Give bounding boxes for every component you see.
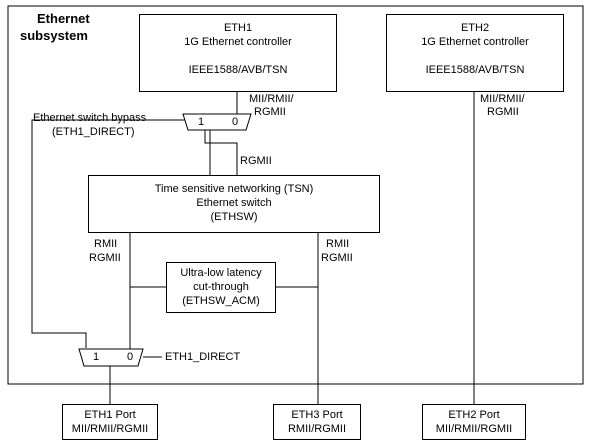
- acm-box: Ultra-low latency cut-through (ETHSW_ACM…: [166, 262, 276, 313]
- eth2-desc: 1G Ethernet controller: [421, 36, 529, 48]
- eth1-port-box: ETH1 Port MII/RMII/RGMII: [62, 404, 158, 440]
- eth1-direct-label: ETH1_DIRECT: [165, 351, 241, 363]
- eth1-port-if: MII/RMII/RGMII: [71, 423, 149, 435]
- acm-line-1: Ultra-low latency: [180, 267, 262, 279]
- right-if-label-1: RMII: [326, 238, 350, 250]
- top-mux-shape: [182, 113, 252, 131]
- bottom-mux-shape: [78, 348, 144, 367]
- eth1-desc: 1G Ethernet controller: [184, 36, 292, 48]
- eth2-port-box: ETH2 Port MII/RMII/RGMII: [422, 404, 526, 440]
- acm-line-2: cut-through: [193, 281, 249, 293]
- eth3-port-name: ETH3 Port: [291, 409, 343, 421]
- tsn-line-1: Time sensitive networking (TSN): [154, 183, 314, 195]
- top-mux-in1: 1: [198, 116, 205, 128]
- eth1-if-label-2: RGMII: [254, 106, 286, 118]
- subsystem-border: [7, 5, 584, 385]
- eth2-name: ETH2: [460, 22, 490, 34]
- eth1-controller-box: ETH1 1G Ethernet controller IEEE1588/AVB…: [139, 14, 337, 92]
- eth2-port-name: ETH2 Port: [448, 409, 500, 421]
- acm-line-3: (ETHSW_ACM): [182, 295, 260, 307]
- right-if-label-2: RGMII: [321, 252, 353, 264]
- subsystem-title-1: Ethernet: [37, 11, 90, 26]
- eth1-features: IEEE1588/AVB/TSN: [188, 64, 288, 76]
- tsn-to-mux-in1-line: [204, 130, 238, 175]
- eth3-port-box: ETH3 Port RMII/RGMII: [273, 404, 361, 440]
- top-mux-in0: 0: [232, 116, 239, 128]
- eth1-if-label-1: MII/RMII/: [249, 93, 294, 105]
- tsn-switch-box: Time sensitive networking (TSN) Ethernet…: [88, 175, 380, 233]
- tsn-line-2: Ethernet switch: [196, 197, 272, 209]
- eth1-port-name: ETH1 Port: [84, 409, 136, 421]
- left-if-label-2: RGMII: [89, 252, 121, 264]
- eth1-name: ETH1: [223, 22, 253, 34]
- bypass-label-1: Ethernet switch bypass: [33, 112, 147, 124]
- eth2-features: IEEE1588/AVB/TSN: [425, 64, 525, 76]
- bypass-line: [31, 119, 188, 348]
- eth2-controller-box: ETH2 1G Ethernet controller IEEE1588/AVB…: [386, 14, 564, 92]
- eth2-if-label-1: MII/RMII/: [480, 93, 525, 105]
- bottom-mux-in1: 1: [93, 351, 100, 363]
- eth2-port-if: MII/RMII/RGMII: [435, 423, 513, 435]
- left-if-label-1: RMII: [94, 238, 118, 250]
- bottom-mux-in0: 0: [127, 351, 134, 363]
- subsystem-title-2: subsystem: [20, 28, 88, 43]
- bypass-label-2: (ETH1_DIRECT): [52, 126, 135, 138]
- eth3-port-if: RMII/RGMII: [287, 423, 347, 435]
- rgmii-top-label: RGMII: [240, 155, 272, 167]
- tsn-line-3: (ETHSW): [210, 211, 258, 223]
- eth2-if-label-2: RGMII: [487, 106, 519, 118]
